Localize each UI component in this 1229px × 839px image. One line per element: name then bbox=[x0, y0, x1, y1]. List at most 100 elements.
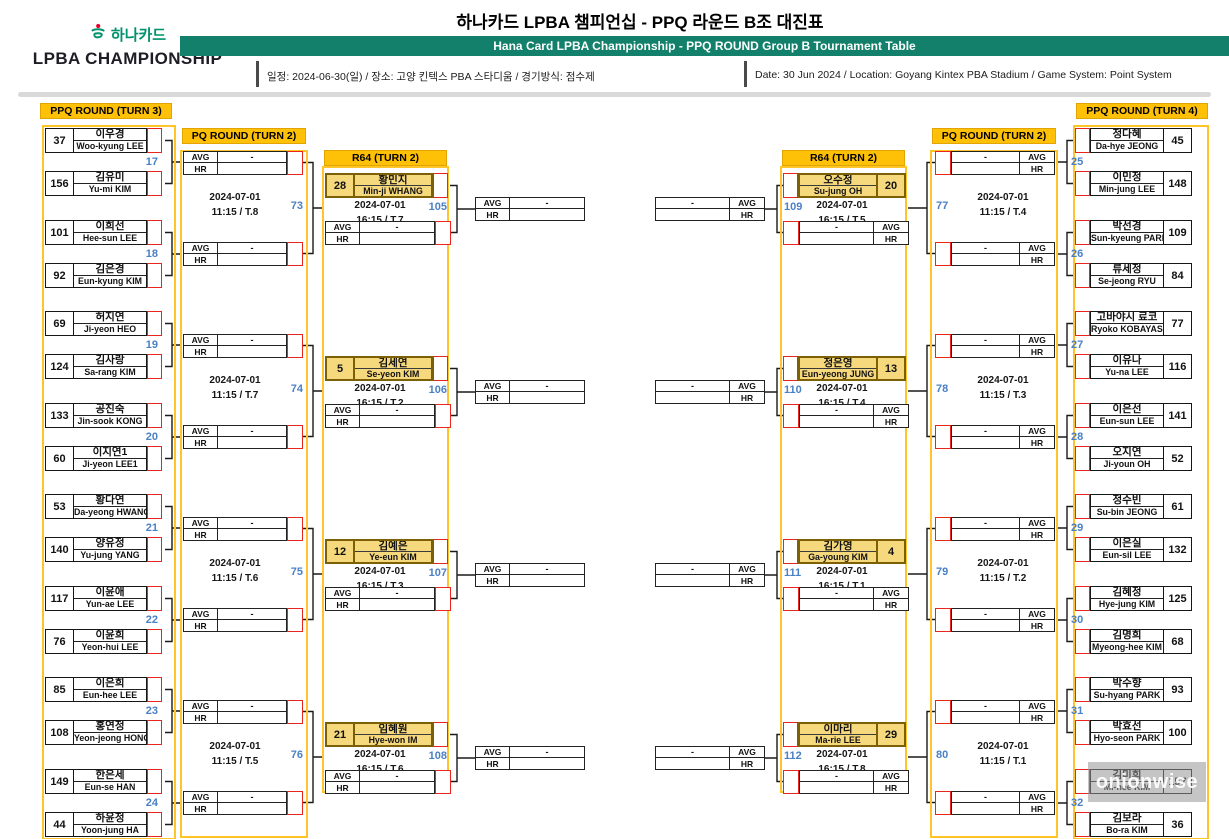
player-name-en: Yeon-hui LEE bbox=[81, 642, 139, 652]
stat-box: AVG-HR bbox=[325, 221, 451, 245]
stat-box: AVG-HR bbox=[325, 770, 451, 794]
player-name-en: Su-bin JEONG bbox=[1096, 507, 1158, 517]
stat-box: AVG-HR bbox=[183, 242, 303, 266]
player-name-kr: 이은실 bbox=[1091, 538, 1163, 550]
score-cell bbox=[1075, 586, 1090, 611]
right-ppq-wires bbox=[1058, 139, 1075, 826]
player-name-en: Da-hye JEONG bbox=[1095, 141, 1159, 151]
player-number: 93 bbox=[1163, 678, 1191, 701]
right-pq-round-header: PQ ROUND (TURN 2) bbox=[932, 128, 1056, 144]
player-name-en: Ryoko KOBAYASHI bbox=[1091, 324, 1163, 334]
score-cell bbox=[935, 242, 951, 266]
player-number: 77 bbox=[1163, 312, 1191, 335]
score-cell bbox=[147, 586, 162, 611]
score-cell bbox=[147, 769, 162, 794]
match-number: 109 bbox=[784, 201, 803, 213]
player-name-kr: 이희선 bbox=[74, 221, 146, 233]
player-name-en: Eun-hee LEE bbox=[82, 690, 138, 700]
match-number: 17 bbox=[145, 156, 158, 168]
stat-box: AVG-HR bbox=[183, 334, 303, 358]
player-name-en: Jin-sook KONG bbox=[77, 416, 143, 426]
player-name-en: Ga-young KIM bbox=[808, 552, 868, 562]
player-number: 44 bbox=[46, 813, 74, 836]
brand-logo: 하나카드 LPBA CHAMPIONSHIP bbox=[20, 14, 235, 78]
score-cell bbox=[1075, 263, 1090, 288]
player-name-kr: 김사랑 bbox=[74, 355, 146, 367]
match-number: 22 bbox=[145, 614, 158, 626]
score-cell bbox=[435, 587, 451, 611]
player-number: 149 bbox=[46, 770, 74, 793]
match-number: 19 bbox=[145, 339, 158, 351]
score-cell bbox=[287, 791, 303, 815]
score-cell bbox=[783, 587, 799, 611]
player-name-en: Eun-sil LEE bbox=[1102, 550, 1152, 560]
right-pq-wires bbox=[908, 161, 935, 804]
stat-box: AVG-HR bbox=[325, 587, 451, 611]
player-name-en: Myeong-hee KIM bbox=[1092, 642, 1162, 652]
score-cell bbox=[147, 311, 162, 336]
seed-number: 21 bbox=[327, 724, 355, 745]
player-name-en: Su-hyang PARK bbox=[1093, 690, 1161, 700]
watermark: onionwise bbox=[1088, 762, 1206, 802]
score-cell bbox=[433, 722, 448, 747]
player-number: 92 bbox=[46, 264, 74, 287]
player-name-kr: 이윤희 bbox=[74, 630, 146, 642]
player-name-kr: 이윤애 bbox=[74, 587, 146, 599]
player-number: 156 bbox=[46, 172, 74, 195]
player-name-kr: 김명희 bbox=[1091, 630, 1163, 642]
player-name-kr: 정다혜 bbox=[1091, 129, 1163, 141]
player-name-en: Bo-ra KIM bbox=[1106, 825, 1148, 835]
match-number: 32 bbox=[1071, 797, 1084, 809]
winner-stat-box: AVG-HR bbox=[475, 563, 585, 587]
player-name-en: Se-jeong RYU bbox=[1098, 276, 1156, 286]
match-number: 31 bbox=[1071, 705, 1084, 717]
brand-name-sub: LPBA CHAMPIONSHIP bbox=[32, 49, 223, 68]
score-cell bbox=[435, 770, 451, 794]
right-ppq-round-header: PPQ ROUND (TURN 4) bbox=[1076, 103, 1208, 119]
match-number: 30 bbox=[1071, 614, 1084, 626]
score-cell bbox=[1075, 494, 1090, 519]
player-number: 108 bbox=[46, 721, 74, 744]
match-number: 75 bbox=[290, 566, 303, 578]
match-number: 29 bbox=[1071, 522, 1084, 534]
stat-box: AVG-HR bbox=[183, 791, 303, 815]
player-name-kr: 김보라 bbox=[1091, 813, 1163, 825]
player-name-kr: 김예은 bbox=[355, 541, 431, 553]
score-cell bbox=[783, 722, 798, 747]
player-name-en: Yeon-jeong HONG bbox=[74, 733, 146, 743]
score-cell bbox=[1075, 537, 1090, 562]
seed-number: 12 bbox=[327, 541, 355, 562]
player-name-en: Hye-jung KIM bbox=[1098, 599, 1156, 609]
score-cell bbox=[783, 404, 799, 428]
